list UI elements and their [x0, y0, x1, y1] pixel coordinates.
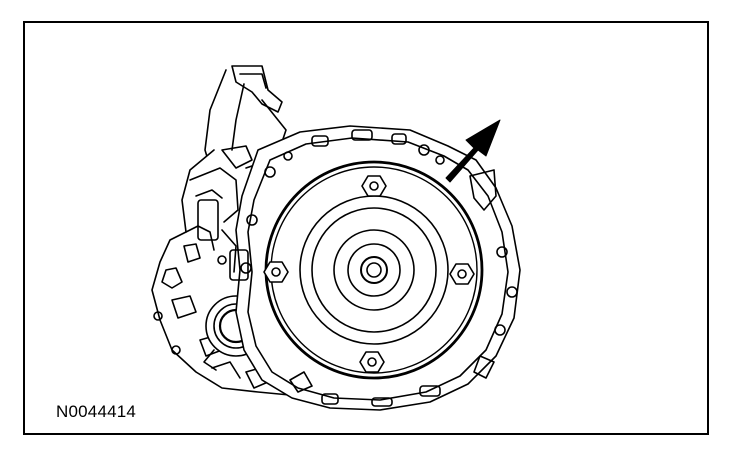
converter-stud	[449, 263, 475, 285]
indicator-arrow	[445, 119, 501, 183]
converter-stud	[361, 175, 387, 197]
mount-bracket	[204, 65, 287, 181]
figure-id-label: N0044414	[56, 402, 137, 421]
converter-stud	[359, 351, 385, 373]
converter-stud	[263, 261, 289, 283]
torque-converter	[263, 160, 484, 380]
